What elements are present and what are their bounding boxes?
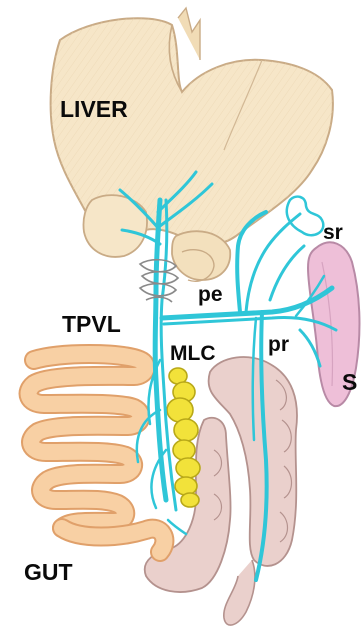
label-tpvl: TPVL — [62, 313, 121, 336]
label-s: S — [342, 371, 357, 394]
label-liver: LIVER — [60, 98, 128, 121]
label-pr: pr — [268, 334, 289, 355]
label-mlc: MLC — [170, 343, 216, 364]
label-gut: GUT — [24, 561, 73, 584]
label-pe: pe — [198, 284, 223, 305]
colon — [145, 357, 297, 625]
small-intestine — [29, 354, 165, 552]
label-sr: sr — [323, 222, 343, 243]
portal-vein-ligature — [140, 260, 178, 302]
